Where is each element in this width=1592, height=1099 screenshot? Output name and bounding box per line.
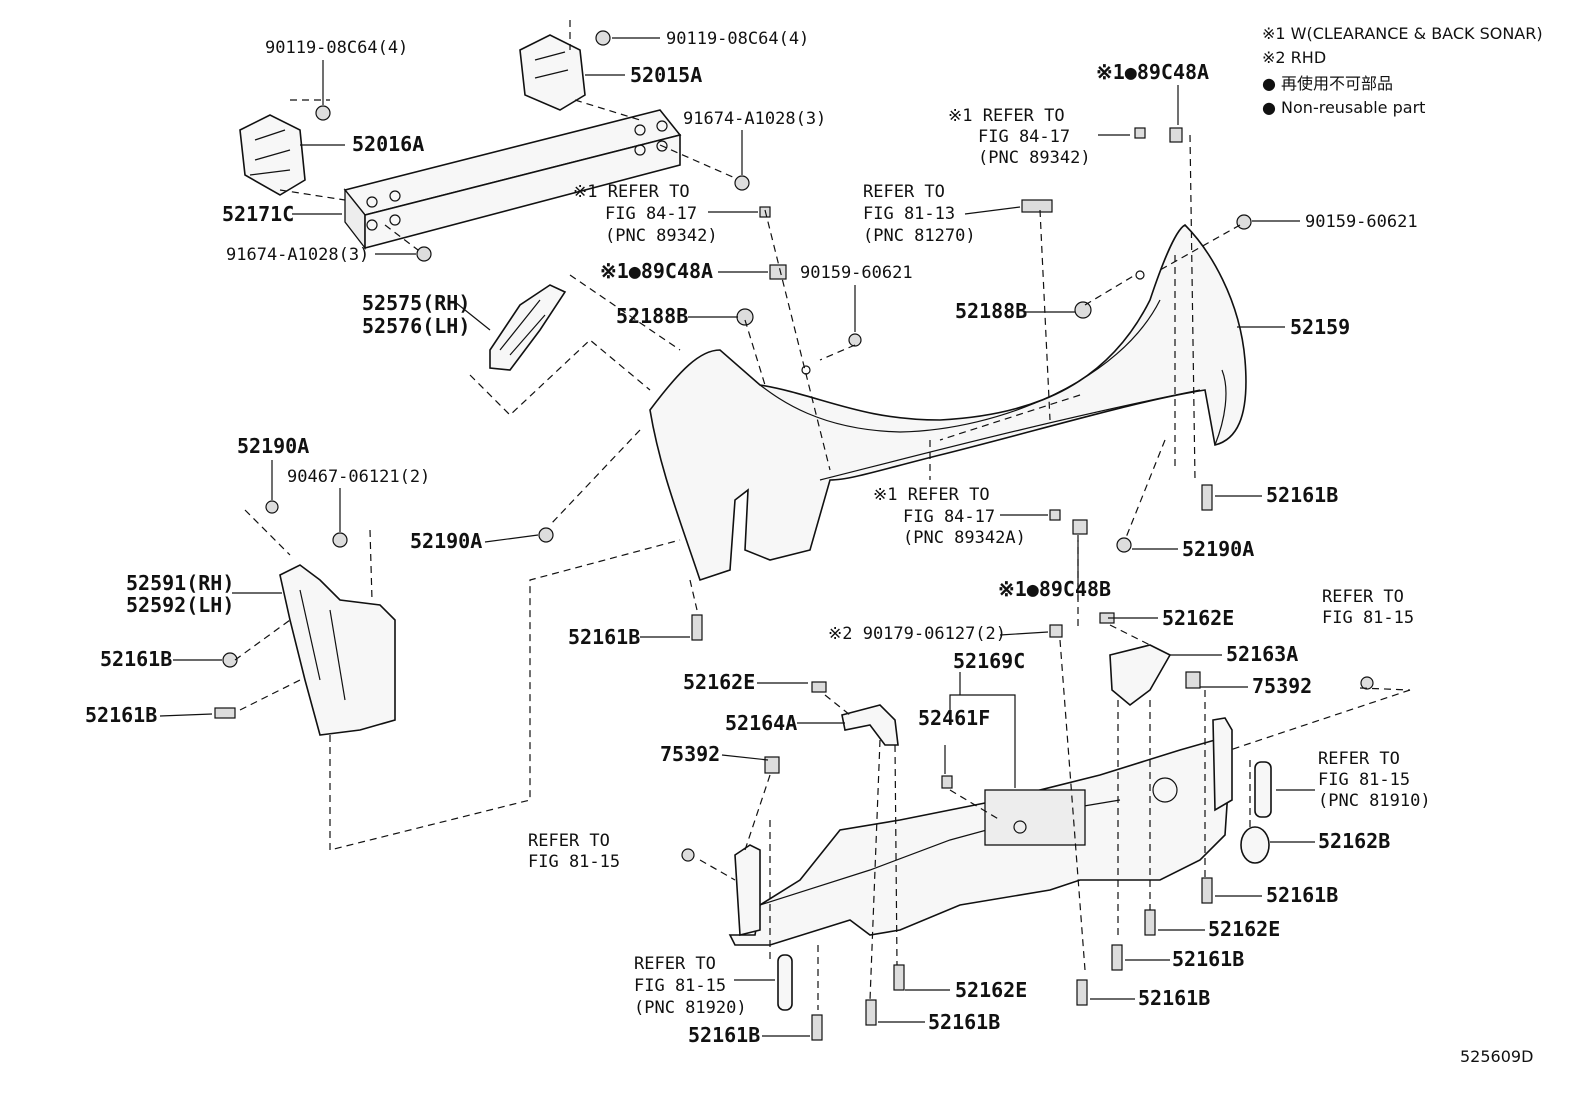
label-refer-to-c-1: REFER TO: [863, 182, 945, 202]
label-refer-to-e-1: REFER TO: [1322, 587, 1404, 607]
bumper-cover-52159: [649, 224, 1247, 582]
label-52190A-b: 52190A: [410, 529, 482, 553]
bracket-52016A: [239, 99, 346, 201]
label-refer-to-g-2: FIG 81-15: [528, 852, 620, 872]
label-refer-to-d-1: ※1 REFER TO: [873, 485, 990, 505]
label-refer-to-b-2: FIG 84-17: [978, 127, 1070, 147]
bracket-52015A: [519, 20, 641, 121]
label-52576-lh: 52576(LH): [362, 314, 470, 338]
label-90119-08C64-b: 90119-08C64(4): [265, 38, 408, 58]
bolt-icon: [315, 30, 750, 262]
legend-non-reusable-jp: ● 再使用不可部品: [1262, 74, 1393, 93]
label-52592-lh: 52592(LH): [126, 593, 234, 617]
label-52575-rh: 52575(RH): [362, 291, 470, 315]
label-52188B-a: 52188B: [616, 304, 688, 328]
label-52015A: 52015A: [630, 63, 702, 87]
label-52171C: 52171C: [222, 202, 294, 226]
label-refer-to-d-3: (PNC 89342A): [903, 528, 1026, 548]
label-89C48A-a: ※1●89C48A: [600, 259, 713, 283]
label-refer-to-h-3: (PNC 81920): [634, 998, 747, 1018]
label-52161B-d: 52161B: [1266, 483, 1338, 507]
label-refer-to-c-3: (PNC 81270): [863, 226, 976, 246]
label-52163A: 52163A: [1226, 642, 1298, 666]
label-refer-to-b-3: (PNC 89342): [978, 148, 1091, 168]
label-refer-to-f-3: (PNC 81910): [1318, 791, 1431, 811]
lower-garnish-52169C: [728, 717, 1233, 946]
label-52161B-a: 52161B: [100, 647, 172, 671]
label-52161B-i: 52161B: [688, 1023, 760, 1047]
label-leaders: [159, 37, 1315, 1037]
label-refer-to-f-1: REFER TO: [1318, 749, 1400, 769]
label-90179-06127: ※2 90179-06127(2): [828, 624, 1006, 644]
label-89C48A-b: ※1●89C48A: [1096, 60, 1209, 84]
label-52161B-g: 52161B: [928, 1010, 1000, 1034]
label-52169C: 52169C: [953, 649, 1025, 673]
label-52190A-c: 52190A: [1182, 537, 1254, 561]
label-refer-to-c-2: FIG 81-13: [863, 204, 955, 224]
label-90159-60621-b: 90159-60621: [1305, 212, 1418, 232]
label-52161B-b: 52161B: [85, 703, 157, 727]
label-91674-A1028-a: 91674-A1028(3): [683, 109, 826, 129]
label-refer-to-g-1: REFER TO: [528, 831, 610, 851]
label-52162E-c: 52162E: [1208, 917, 1280, 941]
label-52161B-c: 52161B: [568, 625, 640, 649]
label-52162E-a: 52162E: [1162, 606, 1234, 630]
label-refer-to-a-1: ※1 REFER TO: [573, 182, 690, 202]
label-91674-A1028-b: 91674-A1028(3): [226, 245, 369, 265]
label-refer-to-f-2: FIG 81-15: [1318, 770, 1410, 790]
label-90119-08C64-a: 90119-08C64(4): [666, 29, 809, 49]
label-75392-b: 75392: [660, 742, 720, 766]
label-52164A: 52164A: [725, 711, 797, 735]
label-52159: 52159: [1290, 315, 1350, 339]
pin-fastener-icon: [214, 484, 1213, 1041]
label-52161B-h: 52161B: [1138, 986, 1210, 1010]
label-52162B: 52162B: [1318, 829, 1390, 853]
label-52591-rh: 52591(RH): [126, 571, 234, 595]
legend-note-1: ※1 W(CLEARANCE & BACK SONAR): [1262, 24, 1543, 43]
figure-id: 525609D: [1460, 1047, 1533, 1066]
legend-non-reusable-en: ● Non-reusable part: [1262, 98, 1425, 117]
part-labels: 90119-08C64(4) 90119-08C64(4) 52015A 520…: [85, 29, 1533, 1066]
label-90467-06121: 90467-06121(2): [287, 467, 430, 487]
label-52461F: 52461F: [918, 706, 990, 730]
label-52162E-d: 52162E: [955, 978, 1027, 1002]
label-refer-to-e-2: FIG 81-15: [1322, 608, 1414, 628]
label-refer-to-a-3: (PNC 89342): [605, 226, 718, 246]
label-75392-a: 75392: [1252, 674, 1312, 698]
label-refer-to-a-2: FIG 84-17: [605, 204, 697, 224]
label-52016A: 52016A: [352, 132, 424, 156]
clip-icon: [265, 127, 1374, 1011]
label-refer-to-d-2: FIG 84-17: [903, 507, 995, 527]
label-refer-to-h-1: REFER TO: [634, 954, 716, 974]
label-89C48B: ※1●89C48B: [998, 577, 1111, 601]
side-bracket-52591: [244, 509, 681, 851]
label-52162E-b: 52162E: [683, 670, 755, 694]
label-52190A-a: 52190A: [237, 434, 309, 458]
leader-lines: [234, 134, 1411, 1010]
label-52161B-f: 52161B: [1172, 947, 1244, 971]
label-52188B-b: 52188B: [955, 299, 1027, 323]
legend: ※1 W(CLEARANCE & BACK SONAR) ※2 RHD ● 再使…: [1262, 24, 1543, 117]
label-90159-60621-a: 90159-60621: [800, 263, 913, 283]
reinforcement-beam: [343, 109, 682, 250]
side-retainer-52575: [469, 274, 681, 416]
label-52161B-e: 52161B: [1266, 883, 1338, 907]
label-refer-to-h-2: FIG 81-15: [634, 976, 726, 996]
label-refer-to-b-1: ※1 REFER TO: [948, 106, 1065, 126]
legend-note-2: ※2 RHD: [1262, 48, 1326, 67]
